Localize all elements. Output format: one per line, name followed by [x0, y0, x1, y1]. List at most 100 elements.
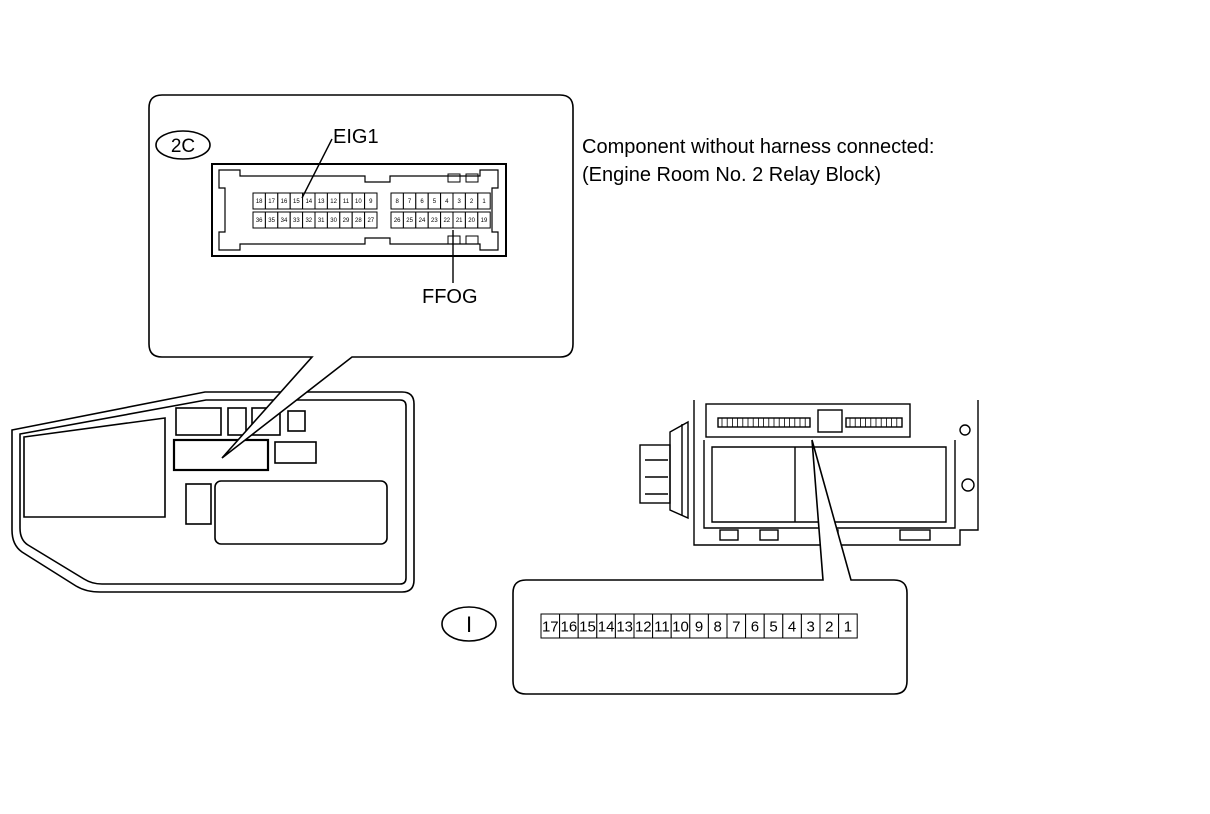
ecu-connector-terminal-ticks — [721, 418, 898, 427]
pin-i-1: 1 — [838, 613, 858, 639]
pin-i-label: 14 — [598, 618, 615, 635]
pin-2c-24: 24 — [415, 211, 429, 229]
pin-i-label: 7 — [732, 618, 740, 635]
pin-2c-5: 5 — [427, 192, 442, 210]
pin-2c-label: 35 — [268, 218, 275, 224]
pin-i-16: 16 — [559, 613, 579, 639]
pin-2c-13: 13 — [314, 192, 328, 210]
pin-2c-11: 11 — [339, 192, 353, 210]
pin-i-label: 3 — [807, 618, 815, 635]
pin-i-label: 11 — [654, 618, 670, 635]
pin-2c-label: 24 — [419, 218, 426, 224]
pin-2c-label: 18 — [256, 199, 263, 205]
pin-i-5: 5 — [763, 613, 784, 639]
pin-i-12: 12 — [633, 613, 654, 639]
pin-2c-label: 36 — [256, 218, 263, 224]
caption-line-2: (Engine Room No. 2 Relay Block) — [582, 164, 881, 186]
pin-i-15: 15 — [577, 613, 598, 639]
pin-2c-34: 34 — [277, 211, 291, 229]
connector-i-id: I — [466, 612, 472, 637]
connector-i-callout — [512, 439, 908, 695]
pin-2c-label: 21 — [456, 218, 463, 224]
pin-i-2: 2 — [819, 613, 840, 639]
pin-i-label: 12 — [635, 618, 652, 635]
pin-2c-16: 16 — [277, 192, 291, 210]
pin-2c-29: 29 — [339, 211, 353, 229]
pin-i-7: 7 — [726, 613, 747, 639]
pin-2c-label: 30 — [330, 218, 337, 224]
pin-i-label: 9 — [695, 618, 703, 635]
pin-2c-12: 12 — [326, 192, 341, 210]
pin-i-14: 14 — [596, 613, 616, 639]
pin-2c-label: 17 — [268, 199, 275, 205]
pin-i-label: 15 — [579, 618, 596, 635]
pin-2c-6: 6 — [415, 192, 429, 210]
pin-i-label: 4 — [788, 618, 796, 635]
pin-2c-18: 18 — [252, 192, 266, 210]
pin-i-label: 16 — [561, 618, 578, 635]
pin-i-4: 4 — [782, 613, 802, 639]
pin-2c-14: 14 — [302, 192, 316, 210]
pin-i-3: 3 — [800, 613, 821, 639]
pin-i-11: 11 — [652, 613, 672, 639]
pin-2c-label: 8 — [396, 199, 400, 205]
pin-2c-label: 23 — [431, 218, 438, 224]
pin-2c-15: 15 — [289, 192, 304, 210]
pin-2c-25: 25 — [402, 211, 417, 229]
pin-2c-label: 20 — [468, 218, 475, 224]
pin-2c-label: 31 — [318, 218, 325, 224]
pin-2c-3: 3 — [452, 192, 466, 210]
pin-i-13: 13 — [614, 613, 635, 639]
pin-2c-label: 1 — [482, 199, 486, 205]
pin-2c-label: 25 — [406, 218, 413, 224]
pin-2c-label: 15 — [293, 199, 300, 205]
pin-2c-label: 22 — [443, 218, 450, 224]
pin-i-6: 6 — [745, 613, 765, 639]
connector-2c-id: 2C — [171, 136, 195, 157]
pin-2c-28: 28 — [351, 211, 366, 229]
caption-line-1: Component without harness connected: — [582, 136, 934, 158]
pin-2c-label: 9 — [369, 199, 373, 205]
pin-2c-label: 6 — [420, 199, 424, 205]
callout-eig1: EIG1 — [333, 126, 379, 148]
eig1-leader-line — [301, 138, 333, 199]
pin-2c-label: 28 — [355, 218, 362, 224]
pin-2c-30: 30 — [326, 211, 341, 229]
pin-2c-22: 22 — [440, 211, 454, 229]
pin-2c-9: 9 — [364, 192, 378, 210]
pin-2c-36: 36 — [252, 211, 266, 229]
connector-i-label: I — [441, 606, 497, 642]
pin-2c-label: 29 — [343, 218, 350, 224]
pin-2c-8: 8 — [390, 192, 404, 210]
pin-2c-31: 31 — [314, 211, 328, 229]
pin-2c-23: 23 — [427, 211, 442, 229]
pin-2c-label: 27 — [367, 218, 374, 224]
pin-2c-26: 26 — [390, 211, 404, 229]
pin-2c-label: 4 — [445, 199, 449, 205]
pin-i-label: 6 — [751, 618, 759, 635]
pin-i-10: 10 — [670, 613, 691, 639]
pin-2c-2: 2 — [464, 192, 479, 210]
connector-2c-callout — [148, 94, 574, 459]
pin-i-label: 17 — [542, 618, 559, 635]
relay-block-component — [639, 400, 979, 546]
pin-i-label: 1 — [844, 618, 852, 635]
pin-i-9: 9 — [689, 613, 709, 639]
pin-2c-10: 10 — [351, 192, 366, 210]
pin-2c-label: 16 — [281, 199, 288, 205]
pin-2c-label: 13 — [318, 199, 325, 205]
pin-i-label: 2 — [825, 618, 833, 635]
pin-2c-label: 5 — [433, 199, 437, 205]
pin-2c-label: 12 — [330, 199, 337, 205]
pin-2c-label: 33 — [293, 218, 300, 224]
pin-2c-label: 3 — [458, 199, 462, 205]
pin-2c-label: 32 — [305, 218, 312, 224]
pin-2c-21: 21 — [452, 211, 466, 229]
callout-ffog: FFOG — [422, 286, 478, 308]
pin-2c-label: 10 — [355, 199, 362, 205]
